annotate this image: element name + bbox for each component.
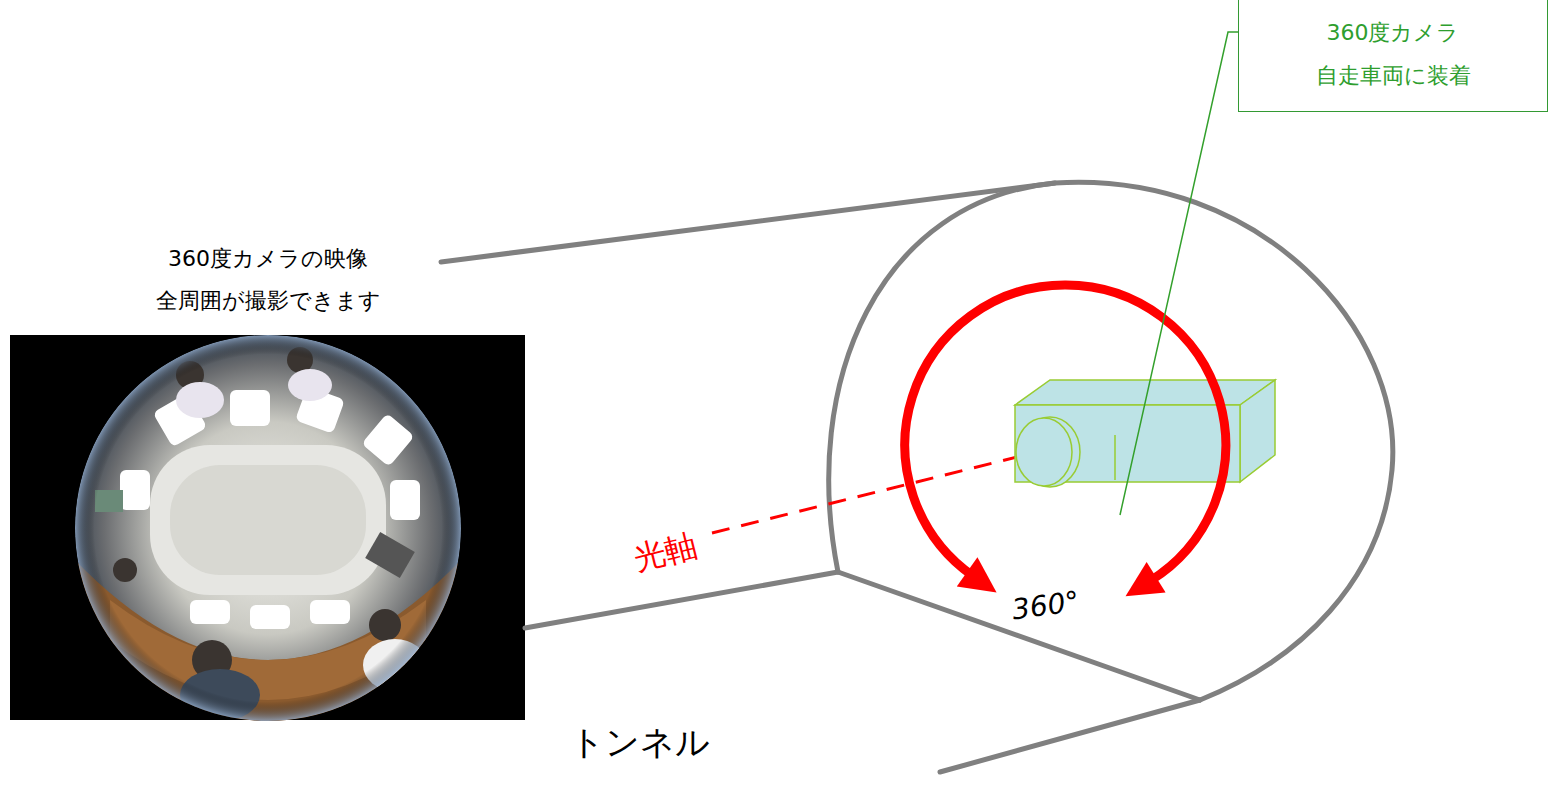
photo-caption: 360度カメラの映像 全周囲が撮影できます xyxy=(133,238,403,322)
tunnel-outline xyxy=(441,182,1393,772)
rotation-arrows xyxy=(905,285,1226,581)
angle-label: 360° xyxy=(1006,584,1085,628)
fisheye-photo xyxy=(10,335,525,721)
callout-text: 360度カメラ 自走車両に装着 xyxy=(1283,12,1503,98)
leader-line xyxy=(1120,32,1238,515)
optical-axis xyxy=(712,450,1045,533)
camera-body xyxy=(1015,380,1275,487)
callout-box: 360度カメラ 自走車両に装着 xyxy=(1238,0,1548,112)
axis-label: 光軸 xyxy=(629,526,700,579)
tunnel-label: トンネル xyxy=(570,722,710,763)
